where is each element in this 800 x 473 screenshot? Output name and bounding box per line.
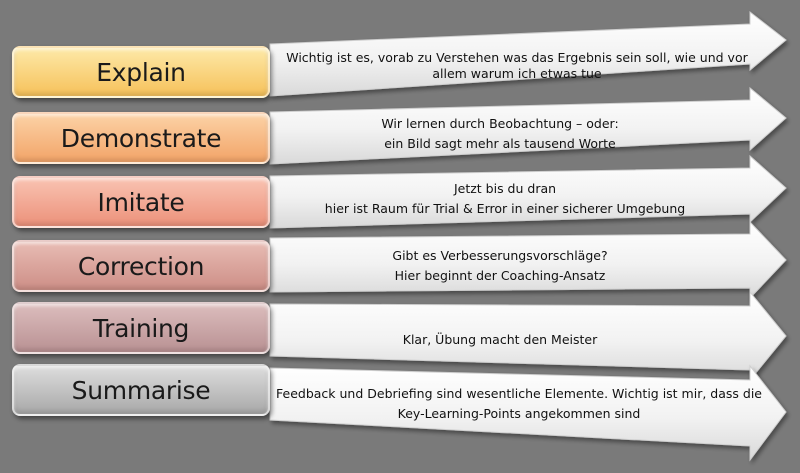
step-correction-box: Correction [12,240,270,292]
step-training-box: Training [12,302,270,354]
step-explain-line2: allem warum ich etwas tue [432,66,602,81]
step-explain-label: Explain [96,57,186,87]
step-explain-box: Explain [12,46,270,98]
step-correction-line1: Gibt es Verbesserungsvorschläge? [392,248,608,263]
step-demonstrate-description: Wir lernen durch Beobachtung – oder: ein… [280,114,720,154]
step-training-line1: Klar, Übung macht den Meister [402,332,598,347]
step-demonstrate-label: Demonstrate [60,123,222,153]
step-imitate-box: Imitate [12,176,270,228]
step-summarise-line2: Key-Learning-Points angekommen sind [397,406,641,421]
step-imitate-line1: Jetzt bis du dran [453,181,557,196]
step-imitate-description: Jetzt bis du dran hier ist Raum für Tria… [280,179,730,219]
step-demonstrate-line2: ein Bild sagt mehr als tausend Worte [384,136,616,151]
step-summarise-line1: Feedback und Debriefing sind wesentliche… [276,386,762,401]
step-correction-line2: Hier beginnt der Coaching-Ansatz [394,268,606,283]
arrow-4 [269,220,787,300]
step-training-description: Klar, Übung macht den Meister [280,330,720,350]
arrow-1 [269,10,787,97]
step-summarise-description: Feedback und Debriefing sind wesentliche… [276,384,762,424]
step-demonstrate-box: Demonstrate [12,112,270,164]
step-correction-label: Correction [77,251,205,281]
arrow-6 [269,364,787,462]
step-demonstrate-line1: Wir lernen durch Beobachtung – oder: [381,116,619,131]
arrow-3 [269,154,787,229]
step-explain-line1: Wichtig ist es, vorab zu Verstehen was d… [286,50,748,65]
step-imitate-line2: hier ist Raum für Trial & Error in einer… [324,201,686,216]
step-explain-description: Wichtig ist es, vorab zu Verstehen was d… [282,48,752,84]
step-summarise-label: Summarise [71,375,211,405]
step-training-label: Training [92,313,190,343]
step-correction-description: Gibt es Verbesserungsvorschläge? Hier be… [280,246,720,286]
arrow-2 [269,86,787,165]
step-summarise-box: Summarise [12,364,270,416]
step-imitate-label: Imitate [97,187,185,217]
arrow-5 [269,290,787,382]
